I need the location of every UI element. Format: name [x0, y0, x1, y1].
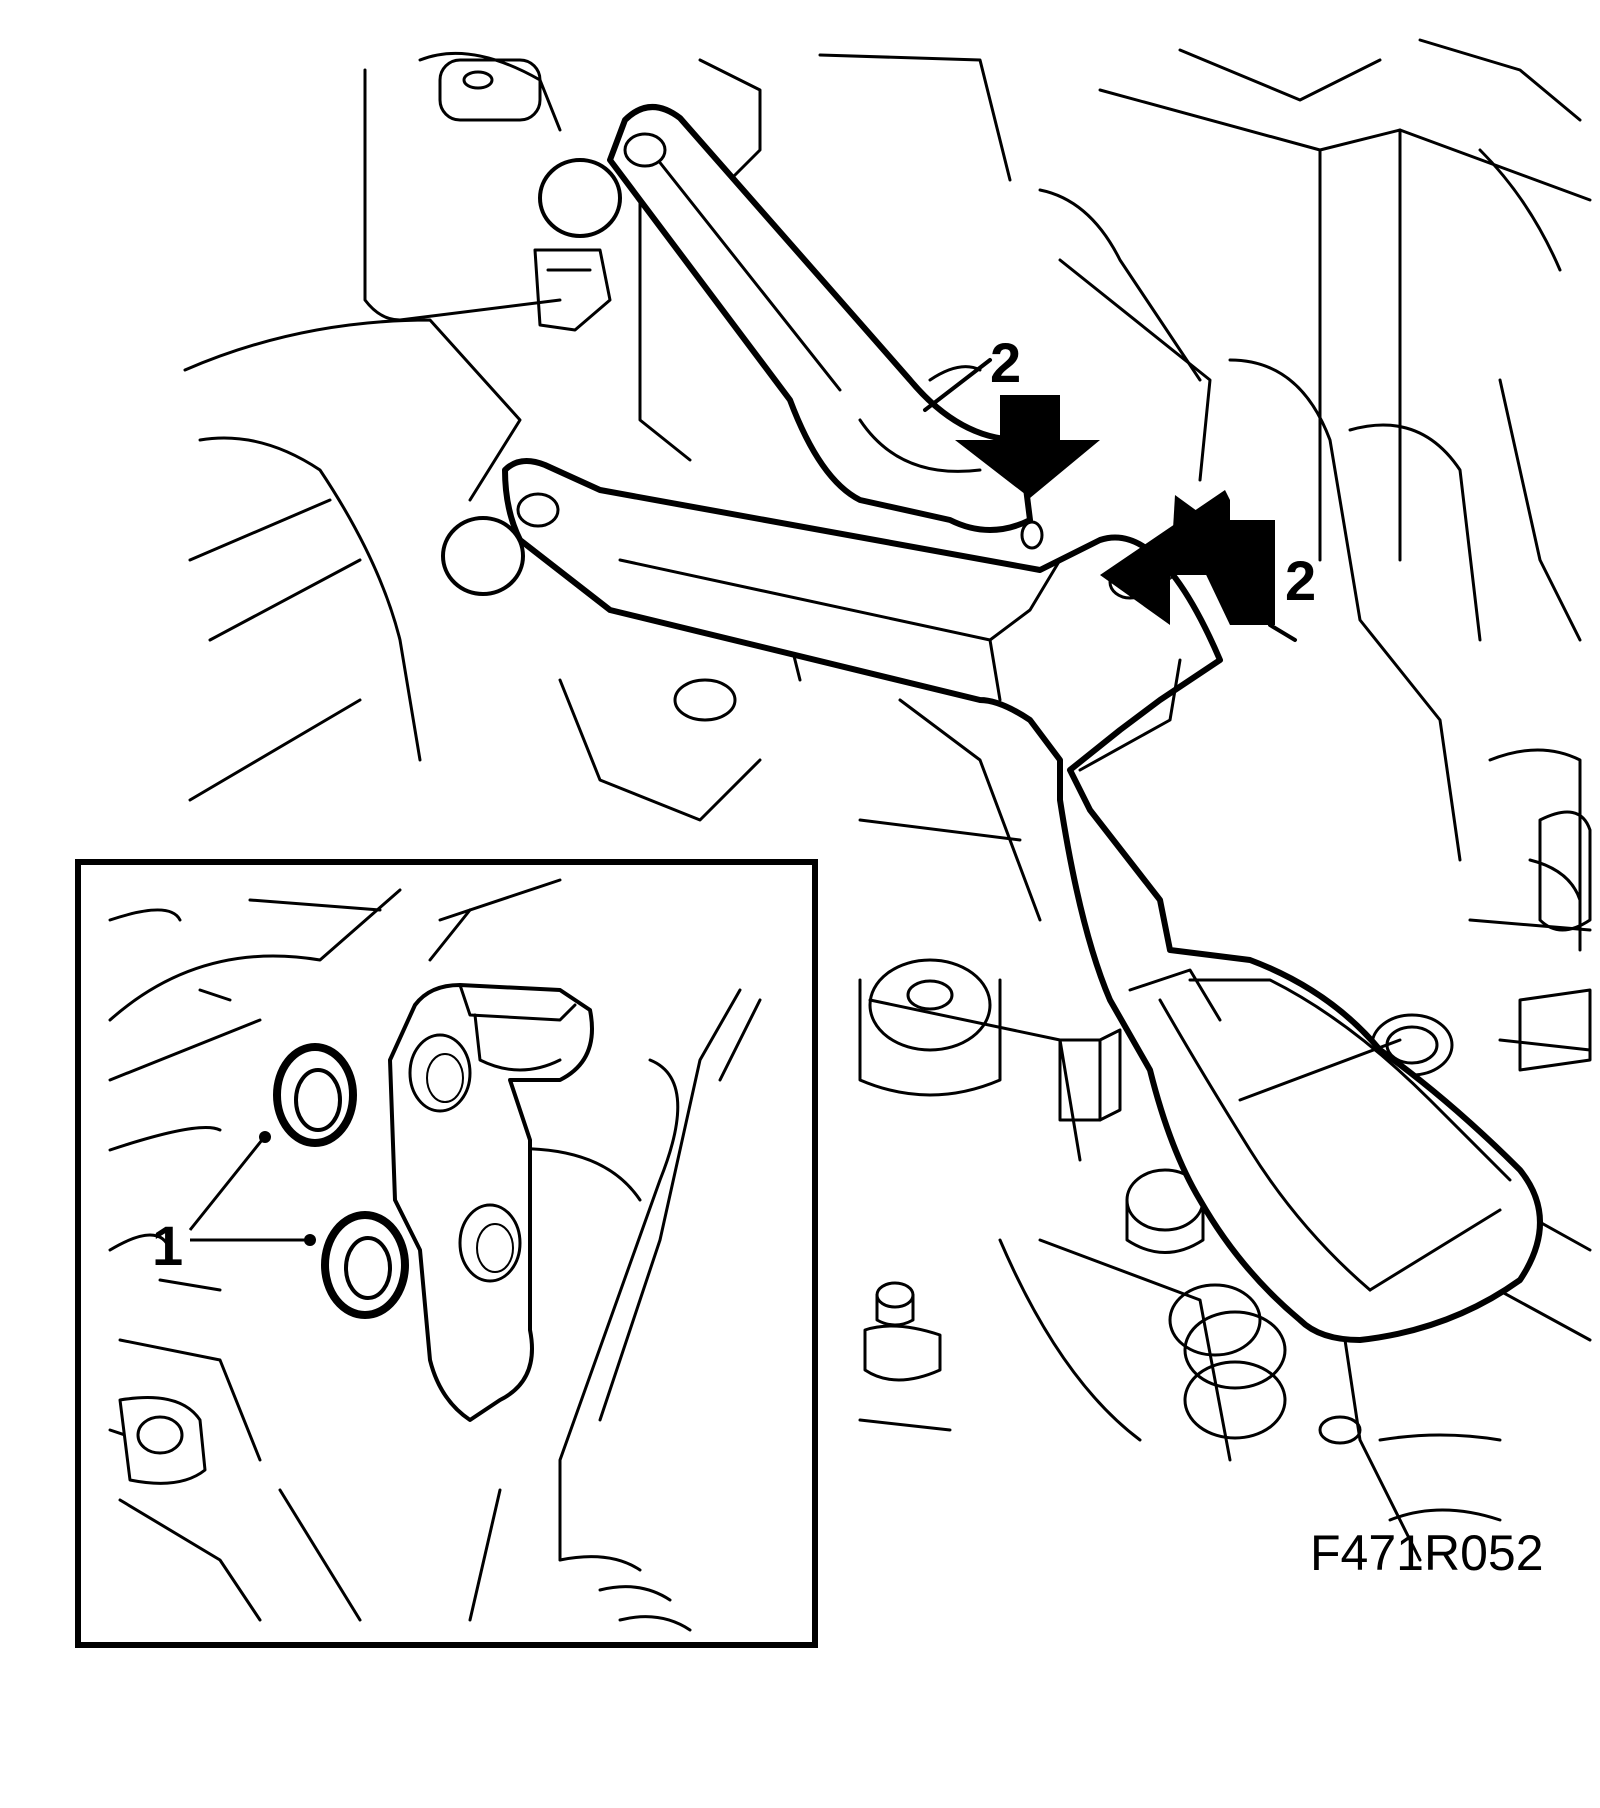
seal-upper [273, 1043, 357, 1147]
figure-code: F471R052 [1310, 1525, 1544, 1581]
callout-label-2-right: 2 [1285, 549, 1316, 612]
upper-shift-lever [538, 104, 1033, 533]
callout-1: 1 [152, 1131, 316, 1277]
upper-ball-joint [538, 158, 622, 238]
callout-label-1: 1 [152, 1214, 183, 1277]
lower-ball-joint [441, 516, 525, 596]
callout-label-2-top: 2 [990, 331, 1021, 394]
seal-lower [321, 1211, 409, 1319]
callout-arrow-top: 2 [923, 331, 1100, 498]
inset-detail: 1 [75, 859, 818, 1648]
callout-arrow-right: 2 [1100, 490, 1316, 642]
